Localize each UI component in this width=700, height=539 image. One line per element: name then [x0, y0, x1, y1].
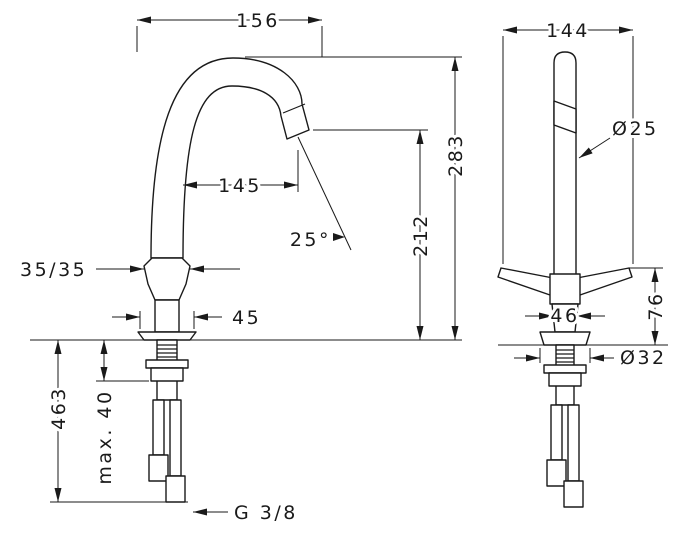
supply-hose-2 [169, 399, 182, 477]
supply-hose-1 [550, 404, 563, 461]
front-view-labels: 156 145 283 212 25° 35/35 45 463 max. 40… [17, 7, 470, 527]
mounting-nut [548, 372, 582, 387]
supply-hose-2 [567, 404, 580, 482]
hose-fitting-1 [148, 454, 169, 482]
handle-left [497, 267, 554, 296]
dim-spout-reach-top-label: 156 [236, 10, 280, 32]
front-view-dimension-lines [30, 16, 462, 516]
mounting-nut [150, 367, 184, 382]
spray-angle-arrow [333, 233, 345, 241]
side-view: 144 Ø25 46 76 Ø32 [497, 17, 670, 508]
dim-base-diameter-label: Ø32 [620, 347, 667, 369]
front-view: 156 145 283 212 25° 35/35 45 463 max. 40… [17, 7, 470, 527]
dim-handle-width-label: 35/35 [20, 259, 87, 281]
washer [543, 364, 587, 374]
front-view-faucet [137, 57, 310, 503]
dim-total-height-label: 283 [445, 133, 467, 177]
escutcheon [539, 331, 591, 346]
side-view-faucet [497, 51, 633, 508]
spout [150, 57, 310, 259]
washer [145, 359, 189, 369]
spout-pipe [553, 51, 577, 280]
aerator-face [553, 100, 577, 134]
dim-hose-length-label: 463 [48, 386, 70, 430]
hose-fitting-1 [546, 459, 567, 487]
dim-outlet-height-label: 212 [410, 213, 432, 257]
side-view-dimension-lines [498, 26, 668, 363]
hose-fitting-2 [563, 480, 584, 508]
aerator-joint [282, 103, 306, 114]
dim-connection-thread-label: G 3/8 [234, 502, 298, 524]
dim-spout-diameter-label: Ø25 [612, 118, 659, 140]
handle-hub [549, 273, 581, 305]
side-view-labels: 144 Ø25 46 76 Ø32 [543, 17, 670, 372]
hose-fitting-2 [165, 475, 186, 503]
spray-angle-line [297, 136, 352, 251]
dim-spray-angle-label: 25° [290, 229, 331, 251]
dim-body-width-label: 46 [550, 305, 579, 327]
dim-overall-width-label: 144 [546, 20, 590, 42]
supply-hose-1 [152, 399, 165, 456]
dim-handle-height-label: 76 [645, 291, 667, 320]
escutcheon [137, 331, 197, 341]
handle-right [576, 267, 633, 296]
dim-spout-reach-label: 145 [218, 175, 262, 197]
body-column [154, 299, 180, 333]
dim-base-width-label: 45 [232, 307, 261, 329]
dim-max-thickness-label: max. 40 [94, 389, 116, 484]
handle [143, 257, 191, 301]
